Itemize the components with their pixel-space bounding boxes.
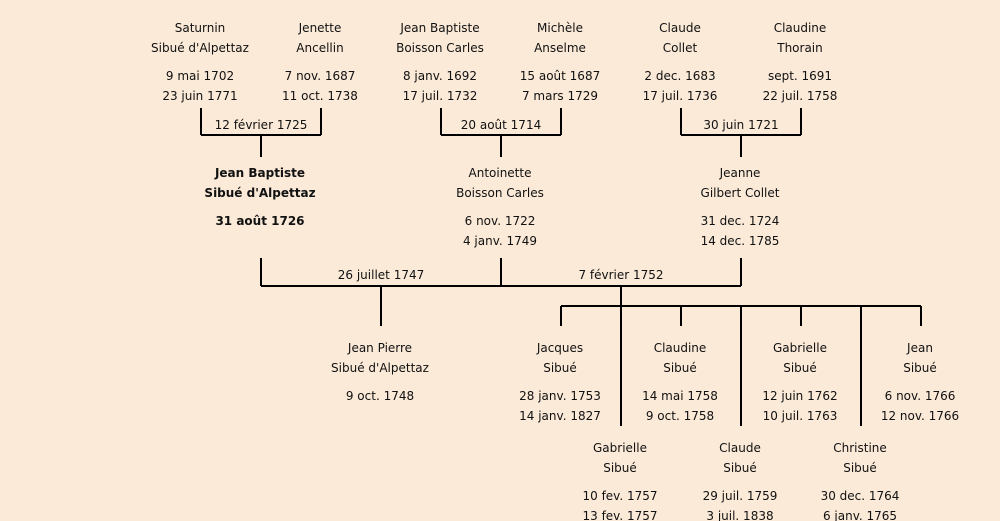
- person-death-date: 23 juin 1771: [162, 89, 238, 103]
- person-birth-date: 8 janv. 1692: [402, 69, 478, 83]
- person-birth-date: 9 oct. 1748: [345, 389, 415, 403]
- person-birth-date: 10 fev. 1757: [582, 489, 658, 503]
- person-death-date: 12 nov. 1766: [880, 409, 960, 423]
- person-birth-date: 15 août 1687: [519, 69, 601, 83]
- person-last-name: Sibué d'Alpettaz: [204, 186, 316, 200]
- person-birth-date: sept. 1691: [767, 69, 833, 83]
- person-death-date: 22 juil. 1758: [762, 89, 838, 103]
- person-last-name: Sibué: [783, 361, 817, 375]
- person-first-name: Jean: [907, 341, 933, 355]
- person-last-name: Sibué: [903, 361, 937, 375]
- person-first-name: Claudine: [653, 341, 707, 355]
- person-last-name: Ancellin: [296, 41, 344, 55]
- person-last-name: Boisson Carles: [456, 186, 544, 200]
- person-first-name: Saturnin: [174, 21, 226, 35]
- person-last-name: Sibué d'Alpettaz: [331, 361, 429, 375]
- person-first-name: Gabrielle: [593, 441, 647, 455]
- person-first-name: Claude: [659, 21, 701, 35]
- person-death-date: 13 fev. 1757: [582, 509, 658, 521]
- person-first-name: Claudine: [773, 21, 827, 35]
- person-first-name: Jean Pierre: [347, 341, 413, 355]
- marriage-date: 20 août 1714: [460, 118, 542, 132]
- person-birth-date: 2 dec. 1683: [644, 69, 716, 83]
- person-last-name: Thorain: [777, 41, 823, 55]
- person-death-date: 17 juil. 1732: [402, 89, 478, 103]
- person-death-date: 7 mars 1729: [521, 89, 599, 103]
- person-last-name: Collet: [662, 41, 698, 55]
- person-death-date: 14 janv. 1827: [519, 409, 601, 423]
- person-birth-date: 14 mai 1758: [642, 389, 718, 403]
- person-last-name: Sibué: [603, 461, 637, 475]
- person-last-name: Anselme: [534, 41, 586, 55]
- person-last-name: Gilbert Collet: [700, 186, 780, 200]
- person-birth-date: 6 nov. 1722: [464, 214, 536, 228]
- person-last-name: Sibué d'Alpettaz: [151, 41, 249, 55]
- person-death-date: 10 juil. 1763: [762, 409, 838, 423]
- person-birth-date: 31 août 1726: [215, 214, 305, 228]
- person-first-name: Antoinette: [468, 166, 532, 180]
- person-birth-date: 6 nov. 1766: [884, 389, 956, 403]
- person-last-name: Sibué: [843, 461, 877, 475]
- person-death-date: 3 juil. 1838: [706, 509, 774, 521]
- person-birth-date: 30 dec. 1764: [820, 489, 900, 503]
- person-death-date: 6 janv. 1765: [822, 509, 898, 521]
- person-first-name: Christine: [833, 441, 887, 455]
- person-first-name: Claude: [719, 441, 761, 455]
- person-first-name: Jacques: [536, 341, 584, 355]
- person-first-name: Jenette: [298, 21, 342, 35]
- person-last-name: Sibué: [663, 361, 697, 375]
- person-last-name: Sibué: [543, 361, 577, 375]
- person-birth-date: 7 nov. 1687: [284, 69, 356, 83]
- marriage-date: 26 juillet 1747: [337, 268, 425, 282]
- person-first-name: Jeanne: [719, 166, 761, 180]
- person-first-name: Gabrielle: [773, 341, 827, 355]
- person-death-date: 11 oct. 1738: [282, 89, 358, 103]
- marriage-date: 30 juin 1721: [703, 118, 779, 132]
- person-last-name: Sibué: [723, 461, 757, 475]
- person-birth-date: 31 dec. 1724: [700, 214, 780, 228]
- person-birth-date: 9 mai 1702: [165, 69, 235, 83]
- person-birth-date: 29 juil. 1759: [702, 489, 778, 503]
- person-death-date: 9 oct. 1758: [645, 409, 715, 423]
- person-last-name: Boisson Carles: [396, 41, 484, 55]
- person-birth-date: 28 janv. 1753: [519, 389, 601, 403]
- person-death-date: 14 dec. 1785: [700, 234, 780, 248]
- marriage-date: 12 février 1725: [214, 118, 308, 132]
- person-birth-date: 12 juin 1762: [762, 389, 838, 403]
- marriage-date: 7 février 1752: [578, 268, 664, 282]
- person-first-name: Michèle: [537, 21, 583, 35]
- person-death-date: 4 janv. 1749: [462, 234, 538, 248]
- person-first-name: Jean Baptiste: [214, 166, 306, 180]
- person-death-date: 17 juil. 1736: [642, 89, 718, 103]
- person-first-name: Jean Baptiste: [400, 21, 480, 35]
